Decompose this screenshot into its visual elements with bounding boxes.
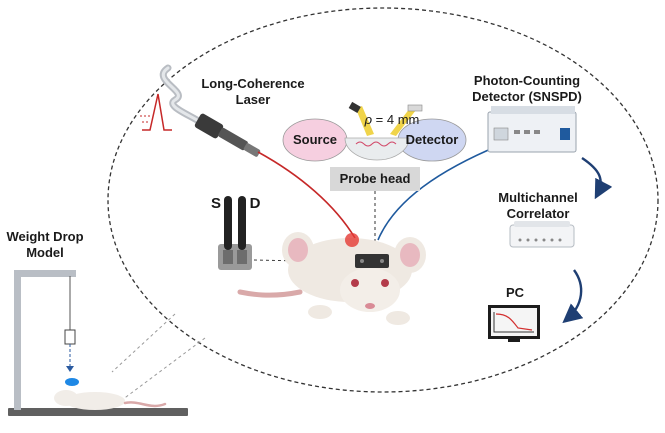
photon-detector-icon [487, 106, 577, 153]
sd-probe-icon [218, 196, 252, 270]
source-emitter [348, 101, 361, 113]
pc-monitor-icon [488, 305, 540, 342]
sd-label-s: S [210, 195, 221, 212]
rat-icon [237, 232, 426, 325]
zoom-ellipse [107, 7, 659, 393]
detector-beam [390, 108, 416, 136]
zoom-line-lower [121, 337, 206, 401]
tissue-region [344, 137, 410, 161]
arrow-correlator-to-pc [562, 269, 584, 324]
detector-fiber [377, 144, 501, 241]
coherence-peak-icon [140, 93, 172, 131]
photon-path [355, 141, 397, 147]
source-lobe-label: Source [292, 132, 338, 147]
zoom-line-upper [111, 313, 176, 373]
laser-label: Long-Coherence Laser [201, 76, 305, 107]
laser-fiber [257, 151, 356, 239]
weight-drop-icon [8, 270, 188, 416]
weight-drop-label: Weight Drop Model [6, 229, 84, 260]
detector-label: Photon-Counting Detector (SNSPD) [472, 73, 582, 104]
rho-symbol: ρ [364, 112, 373, 127]
source-beam [356, 106, 374, 136]
laser-fiber-icon [159, 64, 261, 157]
rho-label: ρ = 4 mm [352, 112, 432, 128]
correlator-icon [509, 221, 575, 248]
detector-sensor [407, 104, 423, 112]
rho-value: = 4 mm [375, 112, 420, 127]
probe-head-box [330, 167, 420, 191]
probe-head-label: Probe head [339, 171, 411, 186]
detector-lobe-label: Detector [405, 132, 459, 147]
arrow-detector-to-correlator [581, 157, 613, 200]
pc-label: PC [505, 285, 525, 300]
sd-label-d: D [249, 195, 261, 212]
correlator-label: Multichannel Correlator [498, 190, 578, 221]
